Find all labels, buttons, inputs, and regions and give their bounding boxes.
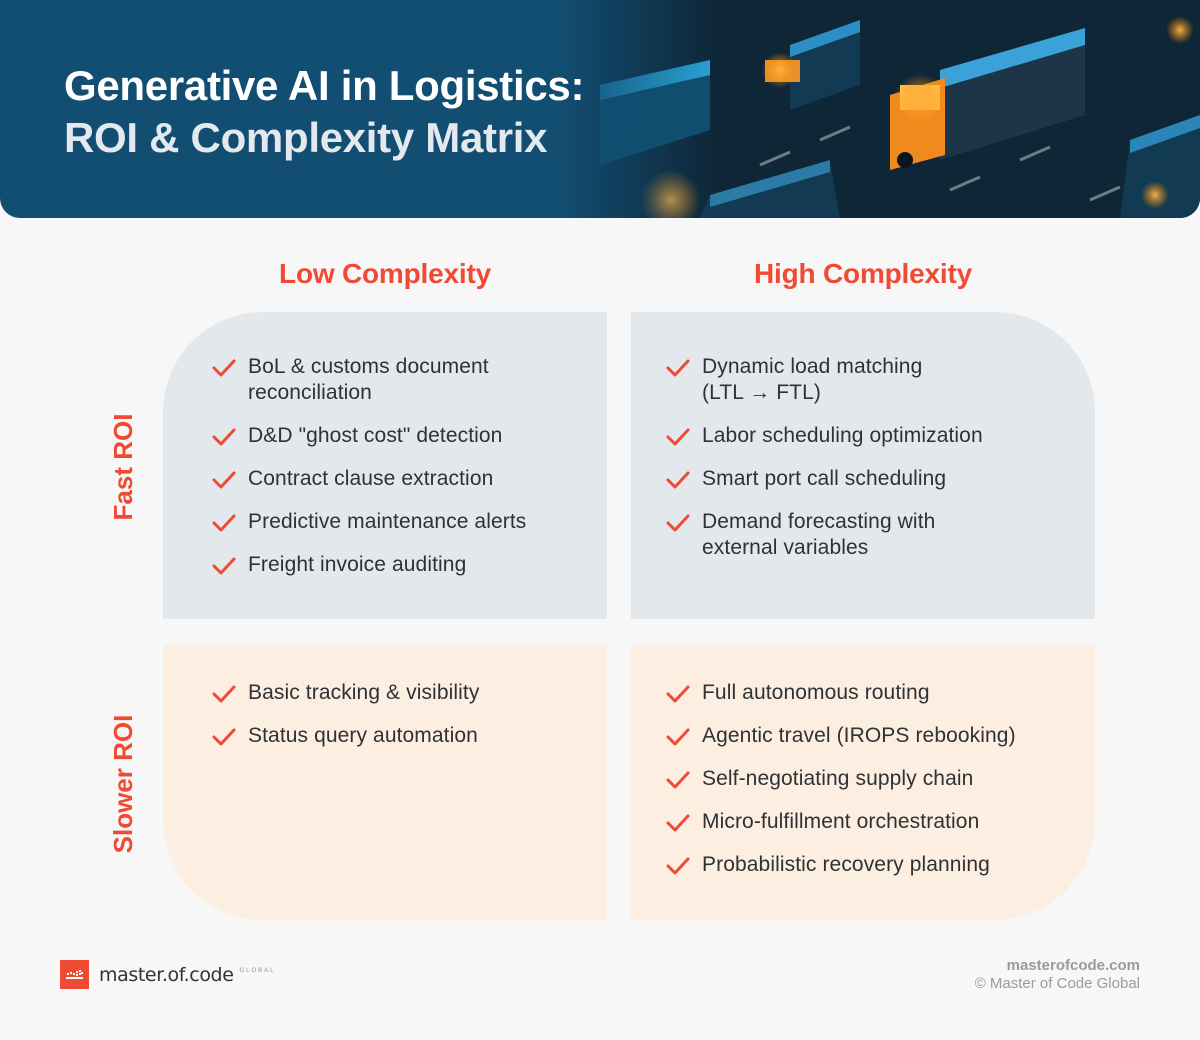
list-item: Self-negotiating supply chain [665, 766, 1016, 792]
check-icon [212, 359, 236, 377]
list-item: Basic tracking & visibility [211, 680, 479, 706]
list-item: Predictive maintenance alerts [211, 509, 538, 535]
check-icon [666, 428, 690, 446]
quadrant-slow-low: Basic tracking & visibility Status query… [163, 645, 607, 920]
list-item-text: Smart port call scheduling [702, 467, 947, 490]
quadrant-list: Full autonomous routing Agentic travel (… [665, 680, 1016, 895]
list-item: Status query automation [211, 723, 479, 749]
list-item-text: Freight invoice auditing [248, 553, 467, 576]
check-icon [212, 685, 236, 703]
list-item: Probabilistic recovery planning [665, 852, 1016, 878]
copyright-text: © Master of Code Global [974, 975, 1140, 992]
page-title: Generative AI in Logistics: ROI & Comple… [64, 60, 584, 164]
column-header-high-complexity: High Complexity [754, 258, 972, 289]
list-item-text: Dynamic load matching (LTL → FTL) [702, 355, 923, 404]
master-of-code-logo-icon [60, 960, 89, 989]
row-label-fast-roi: Fast ROI [108, 413, 138, 521]
check-icon [666, 359, 690, 377]
list-item: Labor scheduling optimization [665, 423, 983, 449]
check-icon [666, 857, 690, 875]
list-item-text: Status query automation [248, 724, 478, 747]
check-icon [212, 471, 236, 489]
footer-credits: masterofcode.com © Master of Code Global [975, 957, 1140, 993]
quadrant-list: BoL & customs document reconciliation D&… [211, 354, 538, 595]
list-item: Freight invoice auditing [211, 552, 538, 578]
check-icon [666, 471, 690, 489]
check-icon [666, 685, 690, 703]
row-label-slower-roi: Slower ROI [108, 714, 138, 854]
check-icon [666, 814, 690, 832]
list-item-text: Basic tracking & visibility [248, 681, 480, 704]
quadrant-slow-high: Full autonomous routing Agentic travel (… [631, 645, 1095, 920]
list-item-text: Contract clause extraction [248, 467, 494, 490]
list-item-text: BoL & customs document reconciliation [248, 355, 489, 404]
check-icon [212, 557, 236, 575]
list-item-text: D&D "ghost cost" detection [248, 424, 503, 447]
check-icon [666, 771, 690, 789]
brand-suffix: GLOBAL [239, 967, 276, 974]
title-line-1: Generative AI in Logistics: [64, 62, 585, 109]
list-item: Dynamic load matching (LTL → FTL) [665, 354, 983, 406]
list-item-text: Agentic travel (IROPS rebooking) [702, 724, 1016, 747]
check-icon [666, 728, 690, 746]
hero-banner: Generative AI in Logistics: ROI & Comple… [0, 0, 1200, 218]
list-item-text: Probabilistic recovery planning [702, 853, 990, 876]
column-header-low-complexity: Low Complexity [279, 258, 491, 289]
quadrant-list: Dynamic load matching (LTL → FTL) Labor … [665, 354, 983, 578]
list-item-text: Predictive maintenance alerts [248, 510, 527, 533]
website-link[interactable]: masterofcode.com [1006, 957, 1140, 974]
trucks-illustration [560, 0, 1200, 218]
check-icon [212, 514, 236, 532]
list-item-text: Self-negotiating supply chain [702, 767, 974, 790]
brand-name: master.of.code [99, 963, 234, 986]
list-item-text: Demand forecasting with external variabl… [702, 510, 936, 559]
list-item-text: Labor scheduling optimization [702, 424, 983, 447]
list-item: Contract clause extraction [211, 466, 538, 492]
check-icon [666, 514, 690, 532]
quadrant-list: Basic tracking & visibility Status query… [211, 680, 479, 766]
quadrant-fast-low: BoL & customs document reconciliation D&… [163, 312, 607, 619]
list-item: Demand forecasting with external variabl… [665, 509, 983, 561]
check-icon [212, 728, 236, 746]
quadrant-fast-high: Dynamic load matching (LTL → FTL) Labor … [631, 312, 1095, 619]
list-item-text: Micro-fulfillment orchestration [702, 810, 980, 833]
title-line-2: ROI & Complexity Matrix [64, 114, 548, 161]
list-item: Full autonomous routing [665, 680, 1016, 706]
list-item-text: Full autonomous routing [702, 681, 930, 704]
check-icon [212, 428, 236, 446]
list-item: Smart port call scheduling [665, 466, 983, 492]
list-item: D&D "ghost cost" detection [211, 423, 538, 449]
list-item: BoL & customs document reconciliation [211, 354, 538, 406]
list-item: Micro-fulfillment orchestration [665, 809, 1016, 835]
list-item: Agentic travel (IROPS rebooking) [665, 723, 1016, 749]
brand-logo[interactable]: master.of.code GLOBAL [60, 960, 276, 989]
